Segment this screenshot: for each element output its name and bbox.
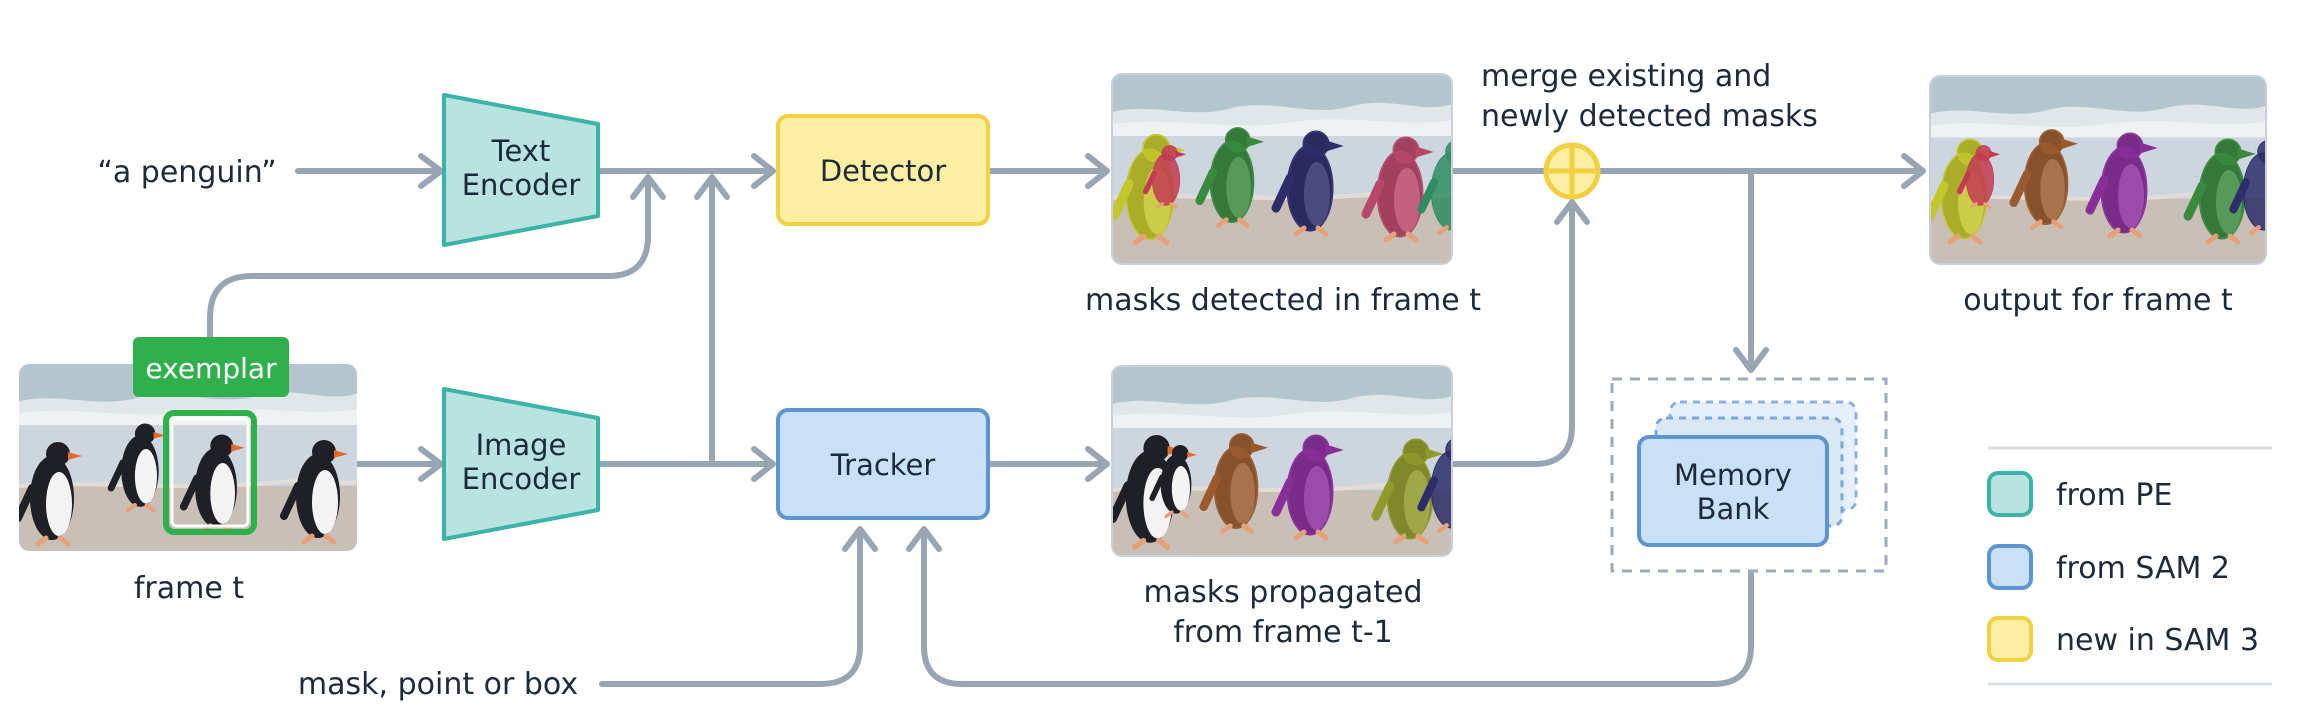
legend-item-sam2: from SAM 2 [1987, 544, 2230, 590]
arrowhead [630, 174, 666, 200]
legend-item-sam3: new in SAM 3 [1987, 616, 2259, 662]
text-encoder-label-line2: Encoder [462, 168, 581, 202]
arrowhead [1085, 446, 1110, 482]
arrowhead [842, 526, 878, 552]
connectors [207, 153, 1926, 687]
tracker-node: Tracker [776, 408, 990, 520]
visual-prompt-label: mask, point or box [298, 667, 578, 702]
merge-caption-line1: merge existing and [1481, 59, 1771, 94]
arrowhead [751, 153, 776, 189]
arrowhead [418, 153, 444, 189]
legend-label-pe: from PE [2056, 478, 2172, 513]
detector-label: Detector [820, 154, 946, 188]
image-encoder-label-line1: Image [476, 428, 567, 462]
memory-bank-label-line2: Bank [1697, 492, 1770, 526]
output-caption: output for frame t [1963, 283, 2233, 318]
arrowhead [1085, 153, 1110, 189]
memory-bank-box [1637, 435, 1829, 547]
arrowhead [1901, 153, 1926, 189]
detector-box [776, 114, 990, 226]
arrowhead [1554, 199, 1590, 225]
frame-label: frame t [134, 571, 244, 606]
merge-node [1543, 142, 1601, 200]
image-encoder-node: Image Encoder [442, 387, 600, 541]
wire-visual-prompt-to-tracker [599, 527, 863, 687]
legend-swatch-sam3 [1987, 616, 2033, 662]
text-encoder-label-line1: Text [491, 134, 551, 168]
output-image-border [1929, 75, 2267, 265]
legend-label-sam2: from SAM 2 [2056, 551, 2230, 586]
arrowhead [751, 446, 776, 482]
arrowhead [418, 446, 444, 482]
wire-exemplar-to-detector [207, 175, 651, 345]
text-prompt-label: “a penguin” [97, 155, 276, 190]
detected-masks-caption: masks detected in frame t [1085, 283, 1481, 318]
detector-node: Detector [776, 114, 990, 226]
propagated-masks-image [1112, 366, 1452, 556]
arrowhead [694, 174, 730, 200]
detected-masks-image [1112, 74, 1452, 264]
propagated-masks-image-border [1111, 365, 1453, 557]
legend-swatch-sam2 [1987, 544, 2033, 590]
tracker-box [776, 408, 990, 520]
text-encoder-shape [442, 93, 600, 247]
image-encoder-label-line2: Encoder [462, 462, 581, 496]
legend-label-sam3: new in SAM 3 [2056, 623, 2259, 658]
image-encoder-shape [442, 387, 600, 541]
legend: from PE from SAM 2 new in SAM 3 [1987, 446, 2272, 686]
wire-propagated-masks-to-merge [1449, 201, 1575, 467]
memory-bank-node: Memory Bank [1610, 377, 1888, 573]
detected-masks-image-border [1111, 73, 1453, 265]
output-image [1930, 76, 2266, 264]
memory-bank-label-line1: Memory [1674, 458, 1792, 492]
propagated-masks-caption-line1: masks propagated [1144, 575, 1423, 610]
wire-memory-bank-to-tracker [921, 527, 1754, 687]
legend-swatch-pe [1987, 471, 2033, 517]
memory-bank-dashed-frame [1610, 377, 1888, 573]
arrowhead [1733, 347, 1769, 373]
propagated-masks-caption-line2: from frame t-1 [1173, 615, 1393, 650]
legend-item-pe: from PE [1987, 471, 2172, 517]
plus-icon [1544, 143, 1600, 199]
exemplar-selection-box-inner [170, 417, 250, 528]
tracker-label: Tracker [830, 448, 936, 482]
arrowhead [906, 526, 942, 552]
text-encoder-node: Text Encoder [442, 93, 600, 247]
exemplar-badge-label: exemplar [145, 352, 277, 385]
exemplar-selection-box [163, 410, 257, 535]
exemplar-badge: exemplar [133, 337, 289, 397]
merge-caption-line2: newly detected masks [1481, 99, 1818, 134]
